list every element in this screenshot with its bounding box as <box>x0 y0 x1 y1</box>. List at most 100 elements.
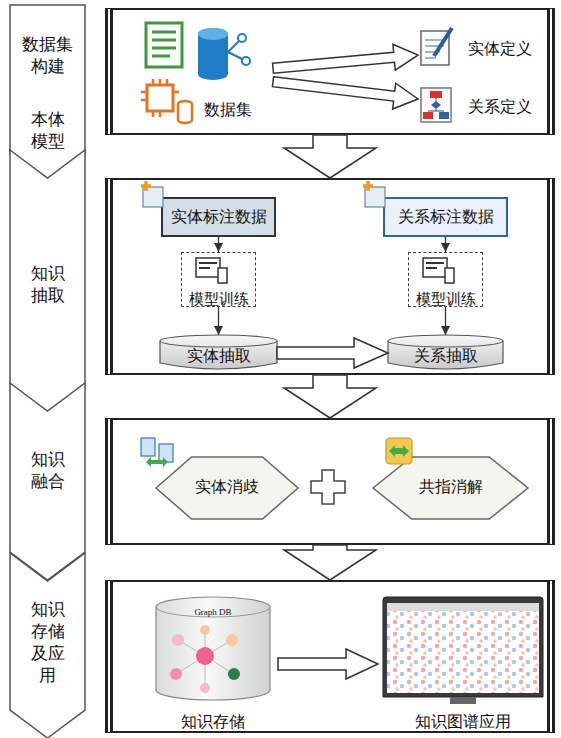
outline-path <box>388 335 503 369</box>
graph-dot <box>200 625 210 635</box>
outline-path <box>383 597 543 697</box>
definition-item: 实体定义 <box>418 30 553 68</box>
node-label: 数据集构建 <box>21 33 75 77</box>
hollow-arrow <box>284 135 376 178</box>
data-box: 关系标注数据 <box>383 197 508 237</box>
stage-panel: 实体消歧共指消解 <box>105 418 555 545</box>
flow-arrow <box>218 237 219 252</box>
node-label: 数据集 <box>204 100 264 121</box>
window-icon <box>196 258 220 277</box>
annotation-icon <box>141 181 385 207</box>
dataset-item: 数据集 <box>143 20 273 128</box>
doc-icon <box>141 438 155 456</box>
outline-path <box>160 335 277 369</box>
outline-path <box>373 457 528 519</box>
doc-icon <box>143 187 163 207</box>
flow-block <box>430 91 442 98</box>
window-lines <box>426 263 444 268</box>
entity-definition-icon <box>421 28 452 65</box>
disambiguation-icon <box>141 438 173 467</box>
flowchart-frame <box>421 88 451 122</box>
flow-arrow <box>445 307 446 335</box>
outline-path <box>387 603 539 611</box>
network-link <box>228 40 244 60</box>
node-label: 实体定义 <box>468 39 553 60</box>
paper-lines <box>425 40 444 58</box>
flow-block <box>423 112 433 119</box>
node-label: Graph DB <box>148 607 278 619</box>
flow-block <box>439 112 449 119</box>
chip-icon <box>147 85 173 111</box>
outline-path <box>156 457 298 519</box>
stage-band: 数据集构建本体模型 <box>10 5 85 183</box>
outline-path <box>387 611 539 693</box>
graph-edge <box>176 630 234 688</box>
hollow-arrow <box>284 375 376 418</box>
graph-dot <box>200 683 210 693</box>
node-label: 模型训练 <box>409 290 482 310</box>
node-label: 知识存储 <box>148 712 278 733</box>
stage-panel: Graph DB 知识存储 知识图谱应用 <box>105 580 555 733</box>
network-dot <box>238 34 246 42</box>
flow-lines <box>428 98 444 111</box>
graph-dot <box>172 634 184 646</box>
definition-item: 关系定义 <box>418 88 553 126</box>
document-icon <box>146 23 182 67</box>
hollow-arrow <box>273 44 418 73</box>
process-box: 模型训练 <box>408 252 483 307</box>
hollow-arrow <box>272 77 418 109</box>
plus-icon <box>141 181 151 191</box>
node-label: 实体标注数据 <box>163 207 274 228</box>
stage-band: 知识存储及应用 <box>10 553 85 738</box>
application-monitor: 知识图谱应用 <box>378 595 548 733</box>
stage-panel: 实体标注数据关系标注数据模型训练模型训练实体抽取关系抽取 <box>105 178 555 375</box>
flow-arrow <box>218 307 219 335</box>
double-arrow-icon <box>146 457 168 467</box>
database-top <box>198 28 228 40</box>
pen-icon <box>434 28 452 56</box>
document-lines <box>152 32 176 56</box>
stage-band: 知识抽取 <box>10 150 85 412</box>
window-icon <box>423 258 447 277</box>
small-cylinder <box>178 101 192 123</box>
decision-diamond: 实体消歧 <box>156 457 298 519</box>
outline-path <box>10 553 85 738</box>
graph-dot <box>226 634 238 646</box>
chip-pins <box>141 79 179 117</box>
paper-icon <box>421 31 449 65</box>
hollow-arrow <box>277 338 388 368</box>
flow-decision <box>431 101 441 109</box>
tablet-icon <box>445 268 454 283</box>
double-arrow-icon <box>389 445 409 457</box>
window-lines <box>199 263 217 268</box>
stage-panel: 数据集 实体定义关系定义 <box>105 8 555 135</box>
relation-definition-icon <box>421 88 451 122</box>
node-label: 知识图谱应用 <box>378 712 548 733</box>
plus-icon <box>363 181 373 191</box>
node-label: 关系抽取 <box>388 346 503 367</box>
graph-dot <box>170 668 182 680</box>
node-label: 知识存储及应用 <box>29 598 67 686</box>
tablet-icon <box>218 268 227 283</box>
outline-path <box>10 383 85 580</box>
node-label: 关系定义 <box>468 97 553 118</box>
graph-network <box>170 625 240 693</box>
hollow-arrow <box>284 545 376 580</box>
node-label: 关系标注数据 <box>385 207 506 228</box>
training-icon <box>196 258 454 283</box>
plus-symbol <box>311 470 345 504</box>
outline-path <box>450 697 476 704</box>
process-box: 模型训练 <box>181 252 256 307</box>
hollow-arrow <box>278 649 378 679</box>
node-label: 实体消歧 <box>156 477 298 498</box>
outline-path <box>10 150 85 412</box>
node-label: 模型训练 <box>182 290 255 310</box>
node-label: 知识抽取 <box>29 262 67 306</box>
stage-band: 知识融合 <box>10 383 85 580</box>
graph-database: Graph DB 知识存储 <box>148 595 278 733</box>
square-icon <box>386 438 412 464</box>
outline-path <box>10 5 85 183</box>
node-label: 知识融合 <box>29 448 67 492</box>
